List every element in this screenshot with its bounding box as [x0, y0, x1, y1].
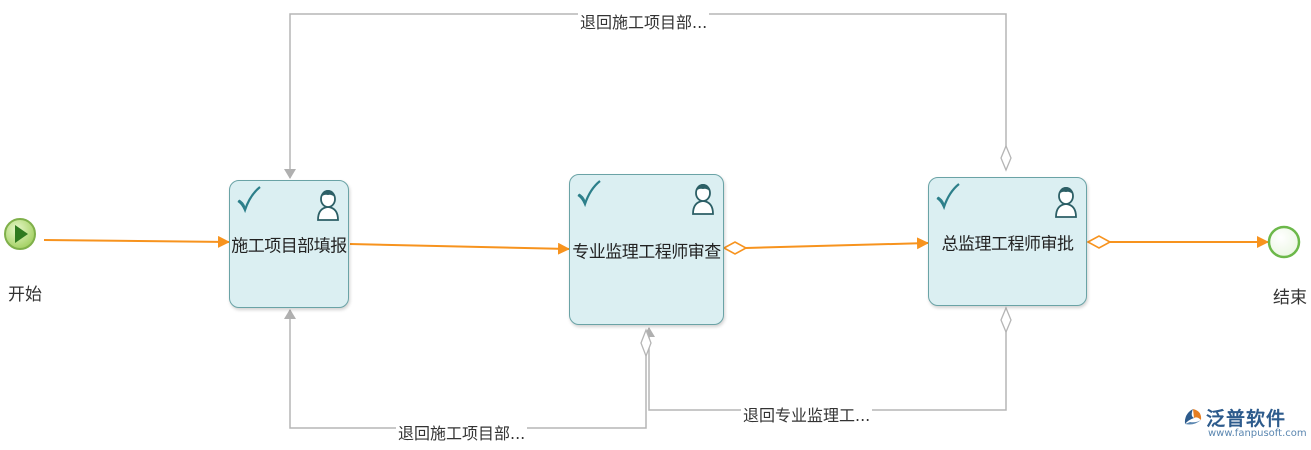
flow-t2-to-t3[interactable]: [745, 237, 929, 250]
task-node-t1[interactable]: 施工项目部填报: [229, 180, 349, 308]
user-icon: [317, 190, 339, 221]
return-flow-t3-to-t2-bottom[interactable]: [643, 318, 1007, 411]
gateway-diamond-t3: [1086, 235, 1112, 249]
return-flow-label-top: 退回施工项目部...: [578, 9, 710, 33]
watermark-title: 泛普软件: [1206, 408, 1287, 430]
return-flow-label-bottom-right: 退回专业监理工...: [741, 402, 873, 426]
task-label-t1: 施工项目部填报: [231, 236, 347, 257]
gateway-diamond-t2: [722, 241, 748, 255]
end-event[interactable]: [1267, 225, 1301, 259]
start-event[interactable]: [4, 218, 36, 250]
task-node-t2[interactable]: 专业监理工程师审查: [569, 174, 724, 325]
return-flow-t2-to-t1-bottom[interactable]: [284, 309, 647, 429]
user-icon: [1055, 187, 1077, 218]
play-icon: [15, 225, 28, 243]
return-flow-label-bottom-left: 退回施工项目部...: [396, 420, 528, 444]
task-label-t2: 专业监理工程师审查: [572, 242, 721, 262]
fanpu-logo-icon: [1184, 409, 1202, 425]
flow-t1-to-t2[interactable]: [349, 242, 570, 255]
diamond-marker-top: [1000, 144, 1012, 172]
check-icon: [936, 183, 960, 210]
task-label-t3: 总监理工程师审批: [941, 234, 1075, 254]
end-event-label: 结束: [1273, 288, 1307, 308]
diamond-marker-bottom-mid: [640, 328, 652, 358]
check-icon: [577, 180, 601, 207]
watermark-logo: 泛普软件 www.fanpusoft.com: [1182, 404, 1307, 444]
flow-start-to-t1[interactable]: [43, 235, 230, 248]
check-icon: [237, 186, 261, 213]
watermark-url: www.fanpusoft.com: [1208, 428, 1307, 439]
start-event-label: 开始: [8, 285, 42, 305]
task-node-t3[interactable]: 总监理工程师审批: [928, 177, 1087, 306]
diamond-marker-bottom-right: [1000, 306, 1012, 334]
user-icon: [692, 184, 714, 215]
return-flow-t3-to-t1-top[interactable]: [284, 13, 1007, 179]
